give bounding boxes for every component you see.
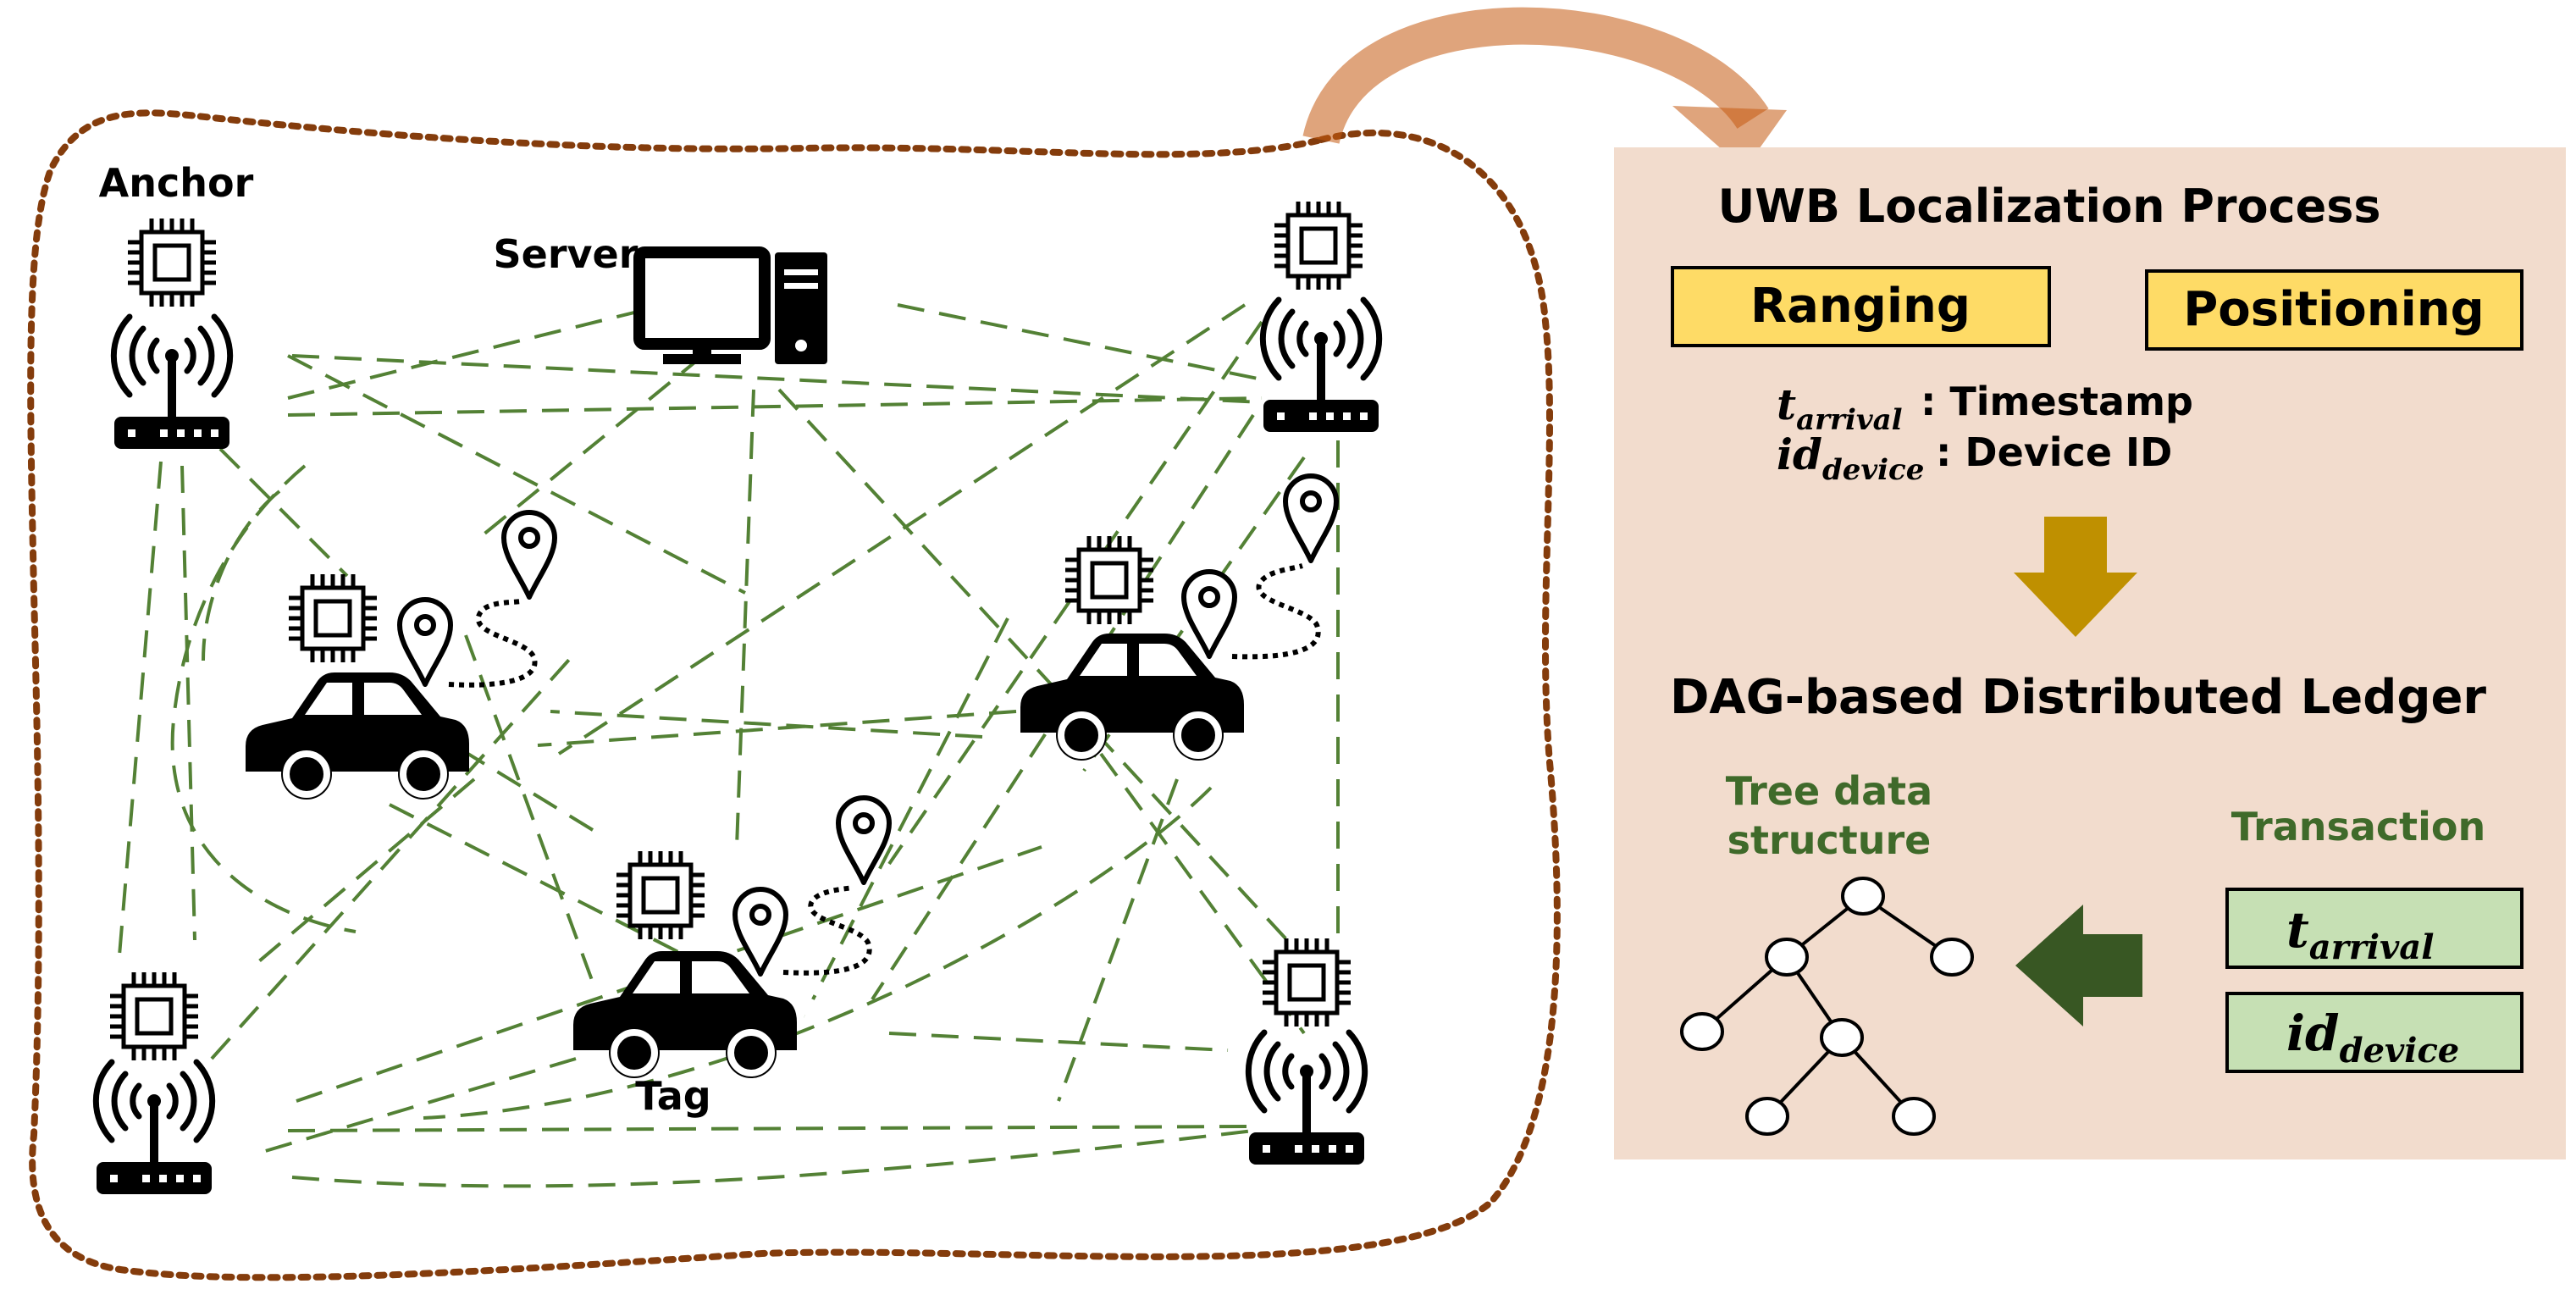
anchor-top-left [113, 219, 229, 449]
tag-vehicle-center [573, 798, 889, 1078]
transaction-timestamp: tarrival [2286, 901, 2434, 967]
server-icon [633, 246, 827, 364]
timestamp-sub: arrival [1796, 403, 1903, 437]
process-arrow-icon [1302, 7, 1787, 169]
timestamp-var: t [1777, 379, 1796, 429]
device-desc: : Device ID [1936, 429, 2172, 475]
left-arrow-icon [2015, 905, 2142, 1027]
tree-diagram [1680, 877, 1974, 1136]
panel-title: UWB Localization Process [1717, 180, 2380, 233]
tag-vehicle-left [246, 512, 555, 800]
anchor-label: Anchor [99, 160, 254, 206]
server-label: Server [494, 231, 638, 277]
transaction-label: Transaction [2231, 804, 2486, 849]
transaction-timestamp-box [2225, 888, 2523, 969]
anchor-top-right [1263, 202, 1379, 432]
tree-label-line2: structure [1727, 817, 1932, 863]
anchor-bottom-right [1248, 938, 1364, 1165]
device-sub: device [1822, 453, 1924, 487]
transaction-device-box [2225, 992, 2523, 1073]
device-definition: iddevice : Device ID [1777, 429, 2172, 487]
ranging-label: Ranging [1750, 279, 1971, 334]
tag-label: Tag [635, 1073, 710, 1119]
ledger-title: DAG-based Distributed Ledger [1670, 670, 2486, 725]
down-arrow-icon [2014, 517, 2137, 637]
timestamp-desc: : Timestamp [1921, 379, 2193, 424]
transaction-device: iddevice [2286, 1004, 2459, 1071]
svg-text:iddevice: iddevice [1777, 429, 1924, 487]
anchor-bottom-left [96, 972, 212, 1194]
tag-vehicle-right [1020, 476, 1336, 761]
ranging-box [1671, 266, 2051, 347]
positioning-label: Positioning [2183, 282, 2485, 337]
network-boundary [27, 109, 1561, 1281]
timestamp-definition: tarrival : Timestamp [1777, 379, 2193, 437]
svg-text:tarrival: tarrival [1777, 379, 1903, 437]
device-var: id [1777, 429, 1822, 479]
tree-label-line1: Tree data [1726, 768, 1932, 814]
positioning-box [2145, 269, 2523, 351]
